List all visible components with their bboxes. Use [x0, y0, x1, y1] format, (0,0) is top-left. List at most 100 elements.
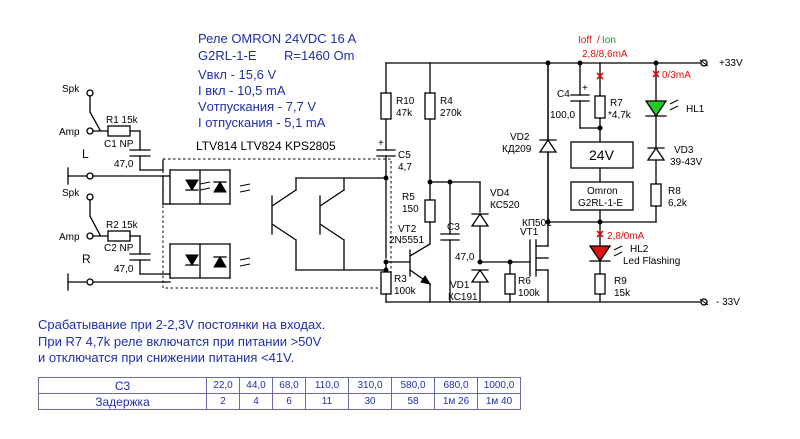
r10-label: R10	[396, 96, 415, 107]
note-line-1: Срабатывание при 2-2,3V постоянки на вхо…	[38, 317, 325, 332]
vd2-diode	[538, 138, 558, 153]
vd3-zener	[646, 146, 666, 161]
gnd-top-terminal	[86, 172, 94, 180]
spk-top-terminal	[86, 89, 94, 97]
r4-label: R4	[440, 96, 453, 107]
relay-name-box	[570, 181, 634, 211]
opto-led-2a	[185, 254, 199, 266]
note-line-3: и отключатся при снижении питания <41V.	[38, 350, 294, 365]
current-top: 2,8/8,6mA	[582, 49, 628, 60]
current-annotations: Ioff / Ion 2,8/8,6mA 0/3mA 2,8/0mA	[578, 35, 691, 242]
vd4-type: КС520	[490, 200, 520, 211]
c5-value: 4,7	[398, 162, 412, 173]
input-right-channel: Spk Amp R R2 15k C2 NP 47,0	[59, 188, 164, 291]
c1-value: 47,0	[114, 159, 134, 170]
gnd-bottom-terminal	[86, 278, 94, 286]
current-hl2: 2,8/0mA	[607, 231, 645, 242]
c4-value: 100,0	[550, 110, 575, 121]
r7-label: R7	[610, 98, 623, 109]
table-row: Задержка 2 4 6 11 30 58 1м 26 1м 40	[38, 393, 521, 410]
table-cell: 30	[348, 393, 392, 410]
table-row: C3 22,0 44,0 68,0 110,0 310,0 580,0 680,…	[38, 377, 521, 394]
c4-label: C4	[557, 89, 570, 100]
vt1-label: VT1	[520, 227, 539, 238]
vt2-label: VT2	[398, 224, 417, 235]
relay-voltage: 24V	[589, 147, 615, 163]
relay-resistance: R=1460 Om	[284, 48, 354, 63]
r8-resistor	[650, 183, 662, 207]
table-cell: 4	[239, 393, 273, 410]
relay-coil	[570, 141, 634, 169]
r6-value: 100k	[518, 288, 541, 299]
svg-text:+: +	[582, 83, 588, 94]
hl2-branch: HL2 Led Flashing R9 15k	[588, 244, 680, 303]
table-cell: 310,0	[348, 377, 392, 394]
negative-voltage-label: - 33V	[716, 297, 740, 308]
c3-vd-branch: C3 47,0 VD4 КС520 VD1 КС191 R6 100k	[427, 179, 541, 303]
r5-resistor	[424, 199, 436, 223]
r3-value: 100k	[394, 286, 417, 297]
relay-info: Реле OMRON 24VDC 16 A G2RL-1-E R=1460 Om…	[198, 31, 357, 130]
vd2-type: КД209	[502, 144, 532, 155]
r3-resistor	[380, 271, 392, 295]
r9-label: R9	[614, 276, 627, 287]
r4-resistor	[424, 92, 436, 120]
table-cell: 1м 40	[477, 393, 521, 410]
r4-vt2-branch: R4 270k R5 150 VT2 2N5551 R3 100k	[380, 62, 463, 303]
optocoupler-box	[162, 158, 392, 289]
r1-label: R1 15k	[106, 115, 139, 126]
vt1-type: КП501	[522, 218, 552, 229]
optocoupler-label: LTV814 LTV824 KPS2805	[196, 139, 336, 153]
c3-label: C3	[447, 222, 460, 233]
c2-value: 47,0	[114, 264, 134, 275]
relay-name: Omron	[587, 186, 618, 197]
optocoupler-internals	[162, 169, 387, 283]
vt2-type: 2N5551	[389, 235, 424, 246]
c2-label: C2 NP	[104, 243, 134, 254]
channel-l-label: L	[82, 147, 89, 161]
hl2-label: HL2	[630, 244, 649, 255]
r5-label: R5	[402, 192, 415, 203]
vd4-zener	[470, 212, 490, 227]
table-cell: 6	[272, 393, 306, 410]
amp-top-label: Amp	[59, 127, 80, 138]
r9-value: 15k	[614, 288, 631, 299]
ioff-label: Ioff	[578, 35, 592, 46]
opto-led-1a	[185, 179, 199, 191]
hl2-note: Led Flashing	[623, 256, 680, 267]
table-row-label: C3	[38, 377, 207, 394]
r5-value: 150	[402, 204, 419, 215]
vd1-type: КС191	[448, 292, 478, 303]
table-cell: 58	[391, 393, 435, 410]
relay-v-off: Vотпускания - 7,7 V	[198, 99, 316, 114]
relay-model-label: G2RL-1-E	[578, 198, 623, 209]
amp-bottom-terminal	[86, 232, 94, 240]
input-left-channel: Spk Amp L R1 15k C1 NP 47,0	[59, 84, 164, 191]
r4-value: 270k	[440, 108, 463, 119]
relay-i-off: I отпускания - 5,1 mA	[198, 115, 326, 130]
relay-v-on: Vвкл - 15,6 V	[198, 67, 276, 82]
r7-value: *4,7k	[608, 110, 632, 121]
table-cell: 22,0	[206, 377, 240, 394]
notes: Срабатывание при 2-2,3V постоянки на вхо…	[38, 317, 325, 365]
table-cell: 11	[305, 393, 349, 410]
relay-i-on: I вкл - 10,5 mA	[198, 83, 286, 98]
vd4-label: VD4	[490, 188, 510, 199]
opto-led-1b	[213, 181, 227, 193]
table-cell: 2	[206, 393, 240, 410]
hl2-led	[588, 245, 612, 263]
ion-label: Ion	[602, 35, 616, 46]
r10-value: 47k	[396, 108, 413, 119]
ioff-ion-slash: /	[597, 35, 600, 46]
table-cell: 68,0	[272, 377, 306, 394]
vd1-label: VD1	[450, 280, 470, 291]
relay-title: Реле OMRON 24VDC 16 A	[198, 31, 357, 46]
amp-top-terminal	[86, 127, 94, 135]
amp-bottom-label: Amp	[59, 232, 80, 243]
r8-label: R8	[668, 186, 681, 197]
note-line-2: При R7 4,7k реле включатся при питании >…	[38, 334, 322, 349]
relay-branch: VD2 КД209 + C4 100,0 R7 *4,7k 24V Omron …	[502, 60, 634, 247]
r6-label: R6	[518, 276, 531, 287]
r2-resistor	[107, 230, 131, 242]
hl1-branch: HL1 VD3 39-43V R8 6,2k	[599, 60, 705, 223]
